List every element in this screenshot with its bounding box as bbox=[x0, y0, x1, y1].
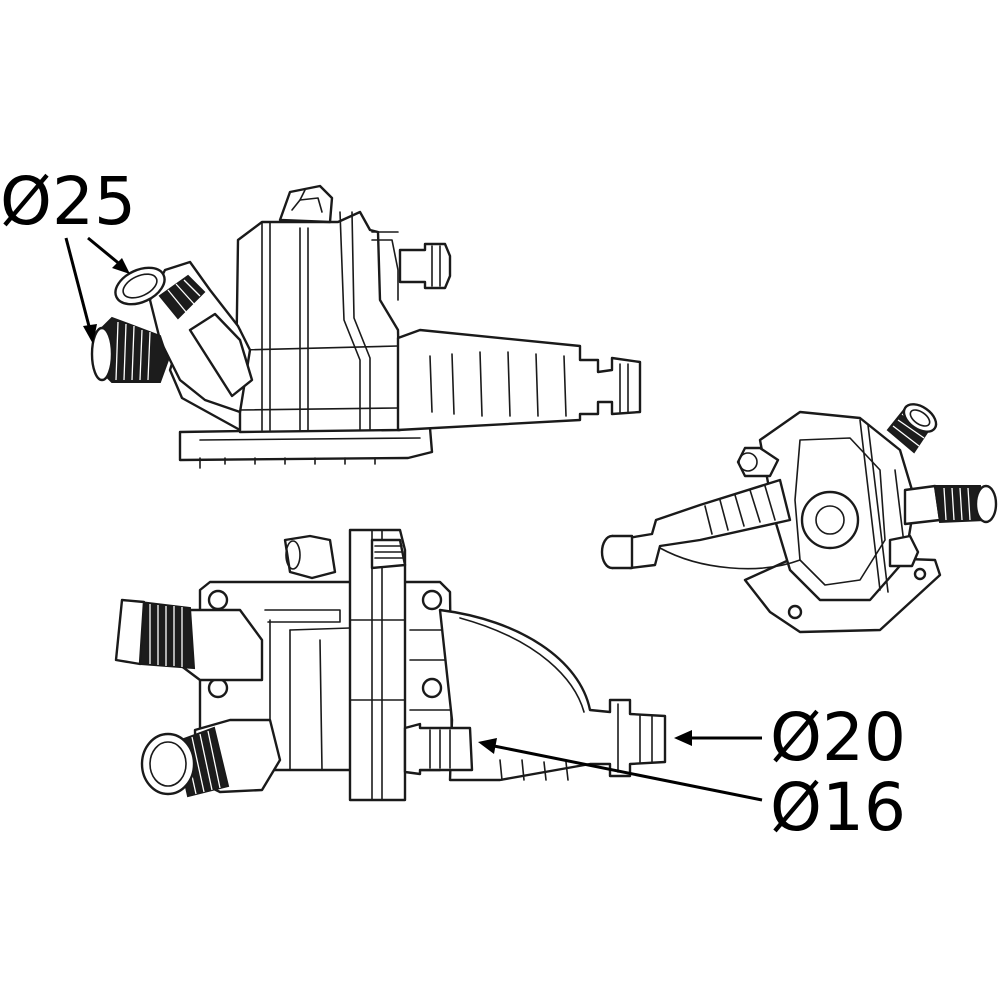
arrow-d16 bbox=[493, 744, 763, 802]
annotation-d20: Ø20 bbox=[674, 699, 906, 776]
label-d25: Ø25 bbox=[0, 163, 136, 240]
annotation-d25: Ø25 bbox=[0, 163, 136, 344]
annotation-d16: Ø16 bbox=[478, 738, 906, 846]
label-d16: Ø16 bbox=[770, 769, 906, 846]
front-view-bottom bbox=[114, 528, 667, 802]
label-d20: Ø20 bbox=[770, 699, 906, 776]
perspective-view-right bbox=[600, 403, 998, 634]
arrow-d25-upper bbox=[87, 236, 123, 268]
arrow-d25-lower bbox=[64, 237, 92, 331]
side-view-top bbox=[90, 184, 642, 469]
